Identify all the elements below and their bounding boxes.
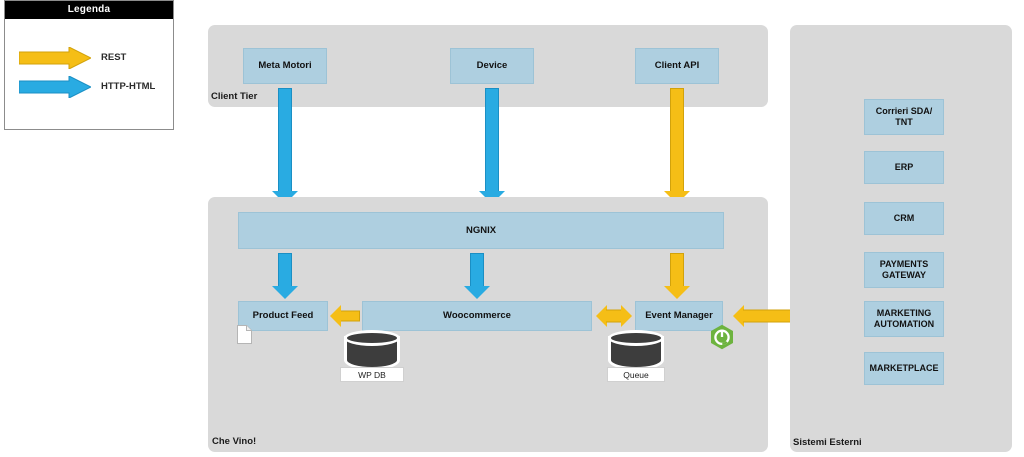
arrow-right-icon — [19, 47, 91, 69]
client-box-meta-motori[interactable]: Meta Motori — [243, 48, 327, 84]
sistemi-esterni-label: Sistemi Esterni — [793, 437, 862, 448]
document-icon — [237, 325, 252, 344]
external-box-erp[interactable]: ERP — [864, 151, 944, 184]
arrow-client-api-to-ngnix — [662, 88, 692, 204]
legend-row-http: HTTP-HTML — [5, 76, 173, 98]
legend-panel: Legenda REST HTTP-HTML — [4, 0, 174, 130]
external-box-marketing-automation[interactable]: MARKETING AUTOMATION — [864, 301, 944, 337]
arrow-woocommerce-to-product-feed — [330, 305, 360, 327]
database-wp-db — [344, 330, 400, 376]
service-box-product-feed[interactable]: Product Feed — [238, 301, 328, 331]
arrow-meta-motori-to-ngnix — [270, 88, 300, 204]
external-box-payments-gateway[interactable]: PAYMENTS GATEWAY — [864, 252, 944, 288]
database-label-queue: Queue — [607, 367, 665, 382]
client-box-device[interactable]: Device — [450, 48, 534, 84]
arrow-device-to-ngnix — [477, 88, 507, 204]
spring-boot-icon — [711, 324, 733, 350]
service-box-event-manager[interactable]: Event Manager — [635, 301, 723, 331]
legend-row-rest: REST — [5, 47, 173, 69]
chevino-tier-label: Che Vino! — [212, 436, 257, 447]
arrow-woocommerce-event-manager — [596, 305, 632, 327]
legend-title: Legenda — [5, 1, 173, 19]
service-box-woocommerce[interactable]: Woocommerce — [362, 301, 592, 331]
external-box-corrieri[interactable]: Corrieri SDA/ TNT — [864, 99, 944, 135]
database-label-wp-db: WP DB — [340, 367, 404, 382]
external-box-marketplace[interactable]: MARKETPLACE — [864, 352, 944, 385]
arrow-ngnix-to-event-manager — [662, 253, 692, 299]
legend-label-http: HTTP-HTML — [101, 81, 156, 92]
legend-label-rest: REST — [101, 52, 127, 63]
external-box-crm[interactable]: CRM — [864, 202, 944, 235]
gateway-box-ngnix[interactable]: NGNIX — [238, 212, 724, 249]
client-tier-label: Client Tier — [211, 91, 258, 102]
arrow-right-icon — [19, 76, 91, 98]
arrow-ngnix-to-woocommerce — [462, 253, 492, 299]
sistemi-esterni-panel — [790, 25, 1012, 452]
client-box-client-api[interactable]: Client API — [635, 48, 719, 84]
arrow-ngnix-to-product-feed — [270, 253, 300, 299]
